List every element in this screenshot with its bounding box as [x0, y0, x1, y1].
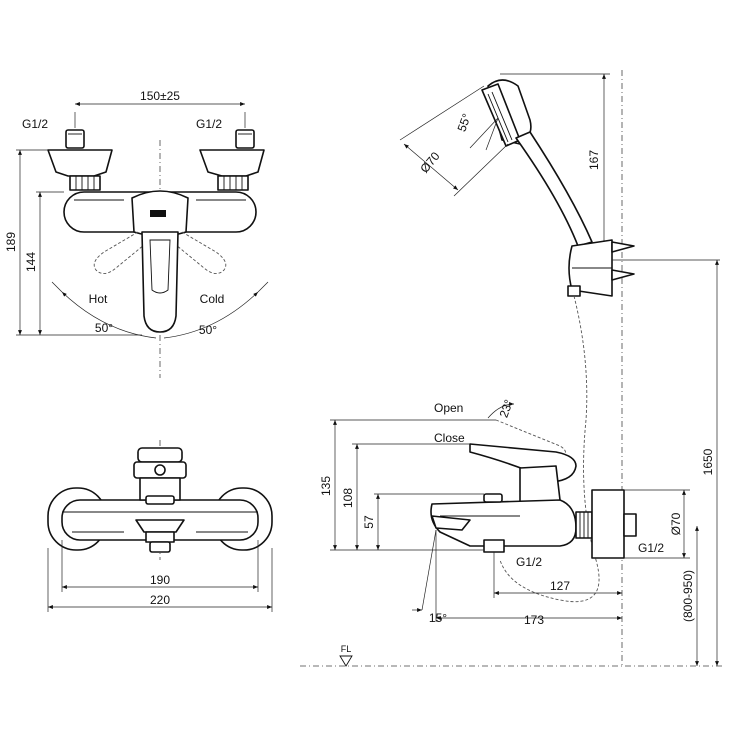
- shower-assembly: [399, 70, 720, 668]
- angle-hot: 50°: [95, 321, 113, 335]
- front-view: [16, 102, 269, 378]
- total-height: 1650: [701, 448, 715, 475]
- side-depth-127: 127: [550, 579, 570, 593]
- front-inlet-right-label: G1/2: [196, 117, 222, 131]
- hot-label: Hot: [89, 292, 108, 306]
- side-height-135: 135: [319, 476, 333, 496]
- cold-label: Cold: [200, 292, 225, 306]
- top-total-width: 220: [150, 593, 170, 607]
- front-center-distance: 150±25: [140, 89, 180, 103]
- angle-cold: 50°: [199, 323, 217, 337]
- front-total-height: 189: [4, 232, 18, 252]
- wall-flange-diameter: Ø70: [669, 512, 683, 535]
- top-body-width: 190: [150, 573, 170, 587]
- front-inlet-height: 144: [24, 252, 38, 272]
- top-view: [47, 440, 273, 612]
- shower-spray-angle: 55°: [455, 112, 474, 134]
- side-depth-173: 173: [524, 613, 544, 627]
- close-label: Close: [434, 431, 465, 445]
- open-angle: 23°: [497, 398, 516, 420]
- side-height-108: 108: [341, 488, 355, 508]
- floor-label: FL: [341, 644, 352, 654]
- shower-head-diameter: Ø70: [417, 149, 443, 176]
- front-inlet-left-label: G1/2: [22, 117, 48, 131]
- open-label: Open: [434, 401, 463, 415]
- side-view: [300, 260, 722, 667]
- shower-holder-height: 167: [587, 150, 601, 170]
- side-height-57: 57: [362, 515, 376, 529]
- inlet-thread: G1/2: [638, 541, 664, 555]
- outlet-thread: G1/2: [516, 555, 542, 569]
- install-height: (800-950): [681, 570, 695, 622]
- spout-angle: 15°: [429, 611, 447, 625]
